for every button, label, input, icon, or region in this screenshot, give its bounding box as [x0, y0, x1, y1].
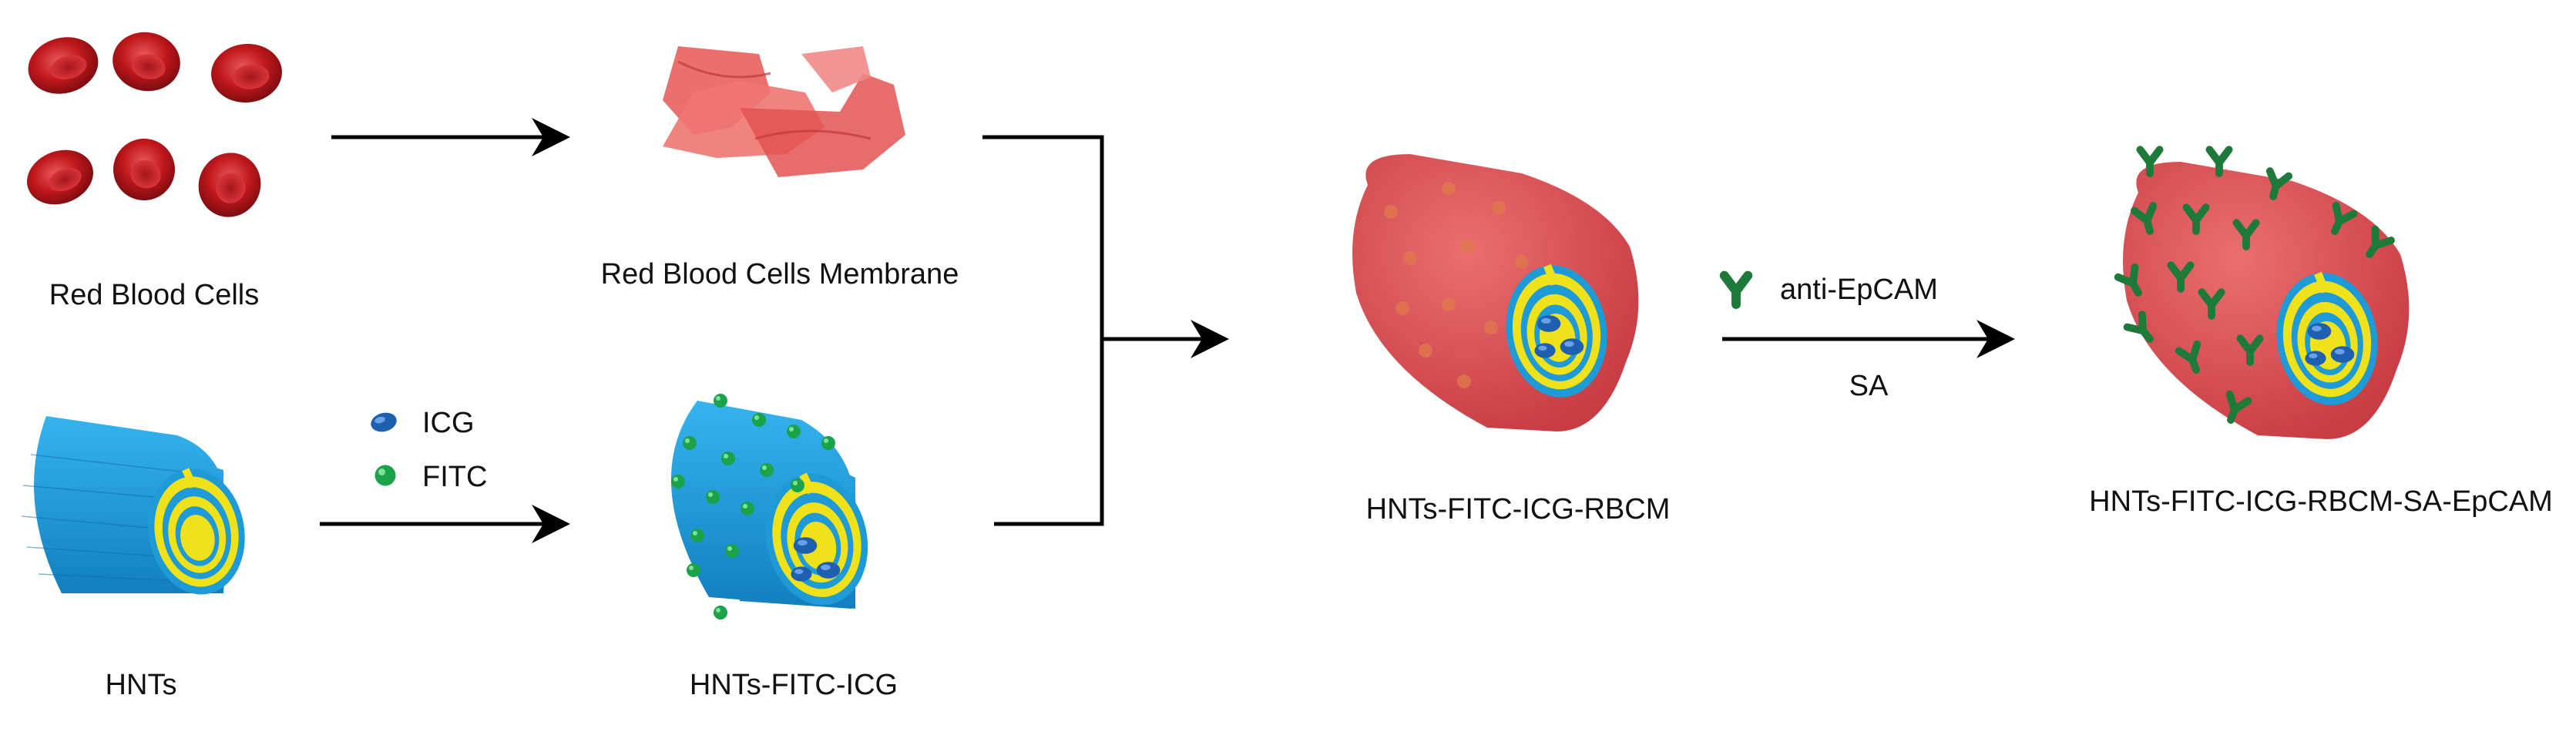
red-blood-cells-illustration [27, 32, 282, 217]
label-red-blood-cells: Red Blood Cells [49, 279, 260, 311]
icg-legend-icon [368, 410, 399, 435]
hnts-rbcm-illustration [1352, 154, 1639, 431]
label-sa: SA [1849, 370, 1889, 402]
label-hnts: HNTs [105, 669, 177, 701]
label-red-blood-cells-membrane: Red Blood Cells Membrane [600, 258, 959, 290]
legend-fitc-label: FITC [422, 461, 488, 493]
label-final-product: HNTs-FITC-ICG-RBCM-SA-EpCAM [2089, 485, 2553, 518]
final-product-illustration [2118, 149, 2410, 439]
fitc-legend-icon [374, 465, 396, 486]
membrane-fragments-illustration [663, 46, 905, 177]
label-hnts-fitc-icg: HNTs-FITC-ICG [689, 669, 898, 701]
label-hnts-fitc-icg-rbcm: HNTs-FITC-ICG-RBCM [1365, 493, 1671, 525]
legend-anti-epcam-label: anti-EpCAM [1780, 274, 1938, 306]
hnts-tube-illustration [21, 416, 254, 603]
hnts-fitc-icg-illustration [670, 394, 880, 619]
antibody-legend-icon [1725, 276, 1748, 304]
combine-bracket [982, 135, 1229, 526]
legend-icg-label: ICG [422, 407, 475, 439]
